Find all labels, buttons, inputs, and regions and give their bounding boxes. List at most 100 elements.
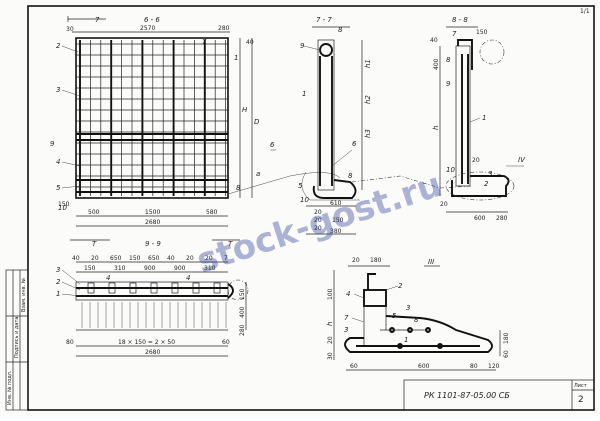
stamp-line-1: Инв. № подл. xyxy=(7,370,13,405)
sec88-callout-1: 1 xyxy=(482,114,486,122)
sec77-callout-6: 6 xyxy=(352,140,357,148)
sec99-spacing-dim: 150 xyxy=(84,265,96,272)
detail-callout-1: 1 xyxy=(404,336,408,344)
sec77-dim-h2: h2 xyxy=(364,95,372,104)
side-stamp: Инв. № подл. Подпись и дата Взам. инв. № xyxy=(5,269,29,411)
sec77-dim-h1: h1 xyxy=(364,59,372,68)
sec88-callout-20: 20 xyxy=(472,157,480,164)
sec99-studs xyxy=(87,282,221,294)
sec88-top-dim-2: 7 xyxy=(452,30,457,38)
sec99-right-dim-1: 150 xyxy=(239,288,246,300)
sec99-stud xyxy=(213,282,221,294)
front-callout-1: 1 xyxy=(234,54,238,62)
detail-callout-4: 4 xyxy=(346,290,350,298)
front-callout-2: 2 xyxy=(56,42,61,50)
sec99-callout-2: 2 xyxy=(56,278,61,286)
drawing-code: РК 1101-87-05.00 СБ xyxy=(424,391,510,400)
front-dim-d: D xyxy=(254,118,260,126)
sec99-right-dim: 60 xyxy=(222,339,230,346)
sec77-label: 7 - 7 xyxy=(316,16,332,24)
sec77-callout-1: 1 xyxy=(302,90,306,98)
sec77-callout-5: 5 xyxy=(298,182,303,190)
front-mesh xyxy=(76,40,228,196)
sec99-anchor-legs xyxy=(76,302,228,331)
detail-top-dim-2: 180 xyxy=(370,257,382,264)
detail-bottom-dim-4: 120 xyxy=(488,363,500,370)
sec77-dim-h3: h3 xyxy=(364,129,372,138)
sec99-stud xyxy=(192,282,200,294)
sheet-label: Лист xyxy=(574,383,587,389)
detail-top-dim-1: 20 xyxy=(352,257,360,264)
detail-right-dim-2: 60 xyxy=(503,350,510,358)
sec88-callout-8: 8 xyxy=(446,56,451,64)
sec88-top-dim-1: 40 xyxy=(430,37,438,44)
sec88-callout-2: 2 xyxy=(484,180,489,188)
front-cut-mark-t2: T xyxy=(228,240,233,248)
view-front: 6 - 6 7 30 2570 280 40 H D 500 1500 580 … xyxy=(50,16,341,248)
sheet-number: 2 xyxy=(578,395,584,405)
sec99-spacing-dim: 900 xyxy=(144,265,156,272)
detail-bottom-dim-3: 80 xyxy=(470,363,478,370)
front-callout-6: 6 xyxy=(270,141,275,149)
stamp-line-3: Взам. инв. № xyxy=(21,277,27,312)
detail-right-dim-1: 180 xyxy=(503,332,510,344)
sec99-top-dim: 650 xyxy=(148,255,160,262)
sec77-callout-9: 9 xyxy=(300,42,305,50)
detail-left-dim-1: 100 xyxy=(327,288,334,300)
front-left-dim: 150 xyxy=(58,201,70,208)
sec88-left-dim-1: 400 xyxy=(433,58,440,70)
front-callout-4: 4 xyxy=(56,158,60,166)
sec99-right-dim-3: 280 xyxy=(239,324,246,336)
sec99-spacing-dim: 310 xyxy=(114,265,126,272)
sheet-frame xyxy=(27,5,595,411)
front-top-dim-2: 2570 xyxy=(140,25,155,32)
detail-callout-7: 7 xyxy=(344,314,349,322)
sec99-right-dim-2: 400 xyxy=(239,306,246,318)
sec99-top-dim: 40 xyxy=(167,255,175,262)
sec99-spacing-dim: 310 xyxy=(204,265,216,272)
sec99-stud xyxy=(108,282,116,294)
sec99-stud xyxy=(129,282,137,294)
sec77-bottom-dim-1: 20 xyxy=(314,209,322,216)
sec88-bottom-dim-3: 20 xyxy=(440,201,448,208)
view-section-88: 8 - 8 40 7 150 400 h 600 280 20 8 9 1 3 … xyxy=(430,16,526,222)
front-bottom-dim-1: 500 xyxy=(88,209,100,216)
detail-callout-3b: 3 xyxy=(344,326,348,334)
sec99-label: 9 - 9 xyxy=(145,240,161,248)
front-total-width: 2680 xyxy=(145,219,160,226)
sec99-callout-4b: 4 xyxy=(186,274,190,282)
front-panel-outline xyxy=(75,37,229,199)
sec88-bottom-dim-1: 600 xyxy=(474,215,486,222)
front-callout-3: 3 xyxy=(56,86,60,94)
detail-callout-2: 2 xyxy=(398,282,403,290)
front-callout-a: a xyxy=(256,170,260,178)
front-callout-5: 5 xyxy=(56,184,61,192)
sec99-spacing-dim: 900 xyxy=(174,265,186,272)
sec77-bottom-dim-5: 20 xyxy=(314,225,322,232)
front-cut-mark: 7 xyxy=(95,16,100,24)
sec77-top-bar xyxy=(319,43,333,57)
sec77-bottom-dim-4: 150 xyxy=(332,217,344,224)
detail-callout-3a: 3 xyxy=(406,304,410,312)
front-dim-h: H xyxy=(242,106,248,114)
front-top-dim-1: 30 xyxy=(66,26,74,33)
top-right-mark: 1/1 xyxy=(580,8,590,15)
sec99-callout-4a: 4 xyxy=(106,274,110,282)
sec88-label: 8 - 8 xyxy=(452,16,468,24)
front-bottom-dim-2: 1500 xyxy=(145,209,160,216)
front-callout-7: 7 xyxy=(202,38,207,46)
detail-bottom-dim-2: 600 xyxy=(418,363,430,370)
detail-callout-5: 5 xyxy=(392,312,397,320)
sec88-left-dim-2: h xyxy=(432,126,440,130)
sec88-bottom-dim-2: 280 xyxy=(496,215,508,222)
front-bottom-dim-3: 580 xyxy=(206,209,218,216)
detail-bottom-dim-1: 60 xyxy=(350,363,358,370)
sec99-top-dim: 150 xyxy=(129,255,141,262)
sec99-bottom-spacing: 18 × 150 = 2 × 50 xyxy=(118,339,175,346)
detail-callout-8: 8 xyxy=(414,316,419,324)
sec99-stud xyxy=(150,282,158,294)
